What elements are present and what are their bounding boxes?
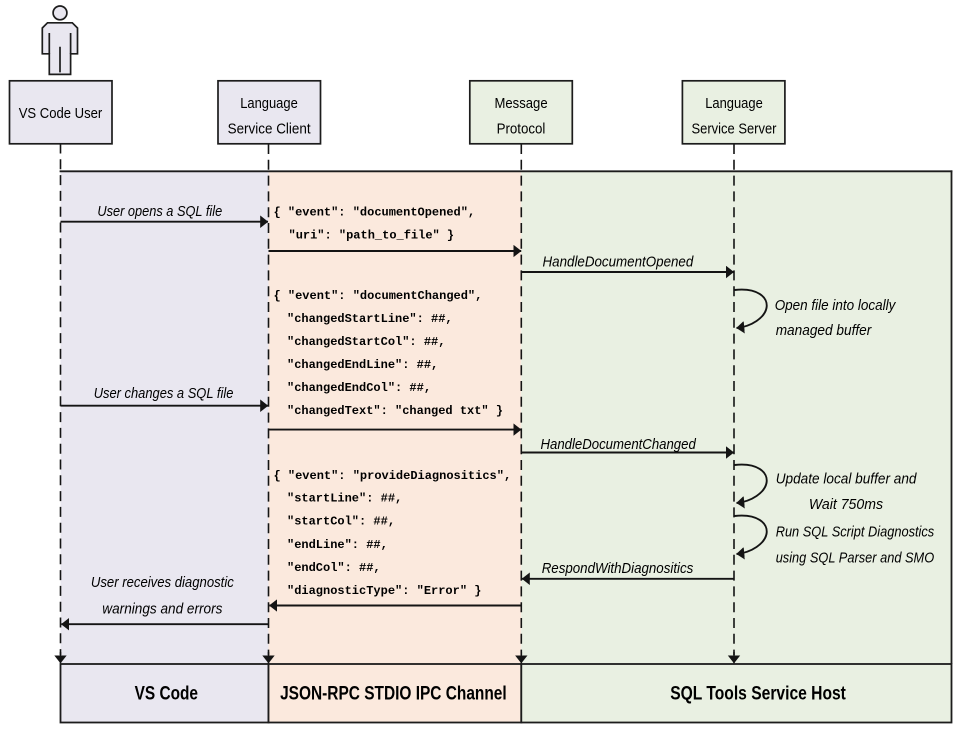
- svg-text:Language: Language: [240, 95, 298, 112]
- svg-text:"changedStartLine": ##,: "changedStartLine": ##,: [287, 312, 453, 326]
- svg-text:{ "event": "provideDiagnositic: { "event": "provideDiagnositics",: [274, 469, 512, 483]
- svg-text:User changes a SQL file: User changes a SQL file: [94, 385, 234, 402]
- svg-text:Service Server: Service Server: [692, 121, 777, 138]
- svg-text:"diagnosticType": "Error" }: "diagnosticType": "Error" }: [287, 584, 481, 598]
- svg-text:Service Client: Service Client: [228, 121, 312, 138]
- svg-text:Protocol: Protocol: [497, 121, 546, 138]
- svg-text:Open file into locally: Open file into locally: [775, 297, 897, 314]
- svg-text:HandleDocumentOpened: HandleDocumentOpened: [543, 254, 694, 271]
- svg-text:"uri": "path_to_file" }: "uri": "path_to_file" }: [289, 229, 455, 243]
- svg-text:RespondWithDiagnositics: RespondWithDiagnositics: [542, 560, 694, 577]
- svg-text:managed buffer: managed buffer: [776, 322, 873, 339]
- svg-text:warnings and errors: warnings and errors: [102, 600, 223, 617]
- svg-text:"changedEndLine": ##,: "changedEndLine": ##,: [287, 358, 438, 372]
- svg-text:Language: Language: [705, 95, 763, 112]
- svg-text:HandleDocumentChanged: HandleDocumentChanged: [541, 436, 697, 453]
- svg-text:User receives diagnostic: User receives diagnostic: [91, 574, 234, 591]
- svg-text:JSON-RPC STDIO IPC Channel: JSON-RPC STDIO IPC Channel: [280, 683, 507, 705]
- svg-text:"changedText": "changed txt" }: "changedText": "changed txt" }: [287, 404, 503, 418]
- svg-text:VS Code User: VS Code User: [19, 105, 103, 122]
- svg-text:Update local buffer and: Update local buffer and: [776, 471, 917, 488]
- svg-text:"endLine": ##,: "endLine": ##,: [287, 538, 388, 552]
- svg-text:"startLine": ##,: "startLine": ##,: [287, 492, 402, 506]
- svg-text:{ "event": "documentOpened",: { "event": "documentOpened",: [274, 206, 476, 220]
- svg-text:{ "event": "documentChanged",: { "event": "documentChanged",: [274, 289, 483, 303]
- svg-text:SQL Tools Service Host: SQL Tools Service Host: [670, 683, 846, 705]
- svg-text:"startCol": ##,: "startCol": ##,: [287, 515, 395, 529]
- svg-text:"changedStartCol": ##,: "changedStartCol": ##,: [287, 335, 445, 349]
- svg-text:"endCol": ##,: "endCol": ##,: [287, 561, 381, 575]
- svg-text:User opens a SQL file: User opens a SQL file: [97, 203, 222, 220]
- svg-text:"changedEndCol": ##,: "changedEndCol": ##,: [287, 381, 431, 395]
- svg-text:Message: Message: [495, 95, 548, 112]
- svg-text:VS Code: VS Code: [135, 683, 199, 705]
- svg-text:Wait 750ms: Wait 750ms: [809, 496, 884, 513]
- svg-text:Run SQL Script Diagnostics: Run SQL Script Diagnostics: [776, 524, 935, 541]
- svg-text:using SQL Parser and SMO: using SQL Parser and SMO: [776, 550, 935, 567]
